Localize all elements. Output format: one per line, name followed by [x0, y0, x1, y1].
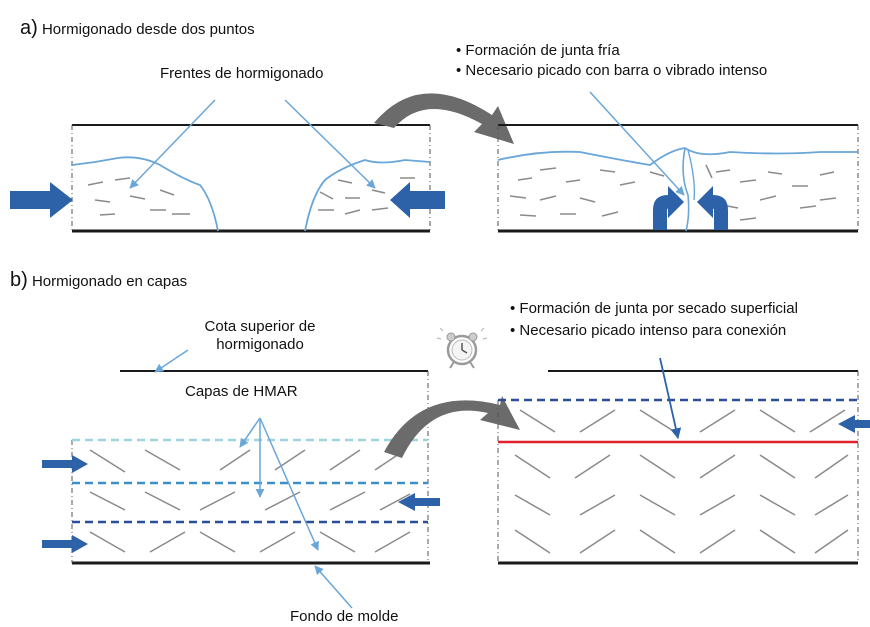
concrete-surface-line — [497, 147, 858, 166]
joint-pointer-line — [659, 357, 682, 440]
curved-arrow-icon — [384, 396, 520, 458]
panel-b-right — [497, 357, 870, 565]
joint-pointer-line — [589, 91, 685, 196]
pour-arrow-icon — [398, 493, 440, 511]
layer-pointer-line — [239, 417, 261, 448]
section-letter: a) — [20, 17, 38, 39]
panel-a-right — [497, 91, 859, 233]
panel-b-left — [42, 349, 440, 609]
pour-arrow-icon — [838, 415, 870, 433]
upward-arrow-icon — [697, 186, 728, 230]
pour-arrow-icon — [42, 535, 88, 553]
front-pointer-line — [129, 99, 216, 189]
label-layers: Capas de HMAR — [185, 383, 298, 400]
concrete-front-right — [304, 159, 431, 232]
upward-arrow-icon — [653, 186, 684, 230]
pour-arrow-icon — [390, 182, 445, 218]
note-b-2: Necesario picado intenso para conexión — [510, 322, 786, 340]
concrete-front-left — [71, 156, 219, 232]
section-a-heading: a) Hormigonado desde dos puntos — [20, 17, 255, 39]
note-b-1: Formación de junta por secado superficia… — [510, 300, 797, 318]
note-a-1: Formación de junta fría — [456, 42, 619, 60]
label-bottom: Fondo de molde — [290, 608, 399, 625]
zigzag-hatch — [514, 409, 849, 554]
panel-a-left — [10, 99, 445, 233]
front-pointer-line — [284, 99, 376, 189]
label-fronts: Frentes de hormigonado — [160, 65, 324, 82]
label-top-line-2: hormigonado — [216, 336, 304, 353]
zigzag-hatch — [89, 449, 411, 553]
section-b-heading: b) Hormigonado en capas — [10, 269, 188, 291]
alarm-clock-icon — [436, 327, 488, 369]
pour-arrow-icon — [10, 182, 73, 218]
section-title: Hormigonado desde dos puntos — [41, 21, 255, 38]
curved-arrow-icon — [374, 93, 514, 144]
section-title: Hormigonado en capas — [31, 273, 188, 290]
top-pointer-line — [154, 349, 189, 373]
aggregate-hatch — [87, 177, 415, 216]
note-a-2: Necesario picado con barra o vibrado int… — [456, 62, 767, 80]
pour-arrow-icon — [42, 455, 88, 473]
aggregate-hatch — [509, 164, 837, 221]
bottom-pointer-line — [314, 565, 353, 609]
cold-joint-line — [687, 149, 696, 201]
label-top-line-1: Cota superior de — [204, 318, 316, 335]
label-top-level: Cota superior de hormigonado — [160, 318, 360, 354]
layer-pointer-line — [259, 417, 319, 551]
section-letter: b) — [10, 269, 28, 291]
cold-joint-line — [682, 147, 690, 232]
